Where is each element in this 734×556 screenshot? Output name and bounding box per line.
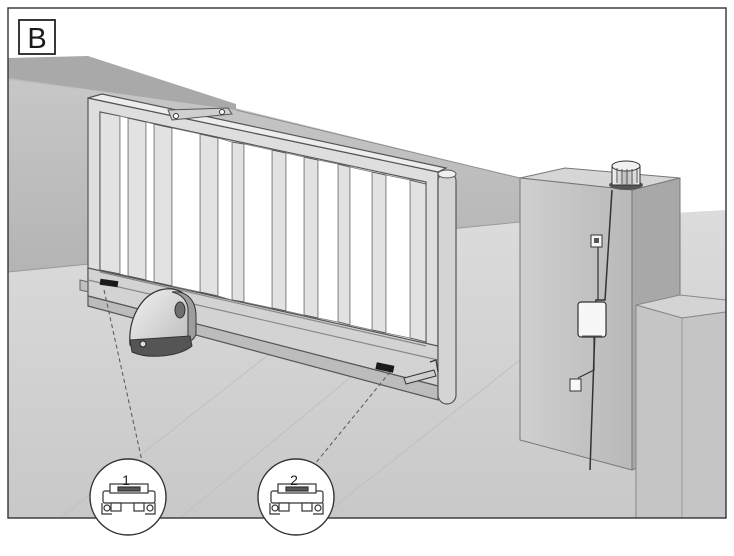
push-button-icon [569, 378, 582, 392]
gate-guide-bracket [167, 107, 233, 121]
callout-1-number: 1 [122, 472, 130, 488]
callout-2: 2 [257, 458, 335, 536]
panel-label: B [27, 23, 46, 55]
magnet-bracket-2-icon [269, 483, 324, 515]
magnet-bracket-1-icon [101, 483, 156, 515]
control-unit-icon [577, 301, 607, 338]
leader-lines [103, 289, 391, 471]
magnet-2-icon [375, 362, 395, 373]
panel-label-box [18, 19, 56, 55]
magnet-1-icon [99, 278, 119, 288]
gate-end-post [437, 169, 457, 405]
side-wall [635, 294, 726, 518]
illustration-frame [7, 7, 727, 519]
gate-motor-icon [129, 288, 197, 357]
warning-lamp-icon [609, 160, 643, 190]
callout-2-number: 2 [290, 472, 298, 488]
gate-latch-icon [403, 369, 437, 385]
cable [589, 189, 613, 471]
callout-1: 1 [89, 458, 167, 536]
